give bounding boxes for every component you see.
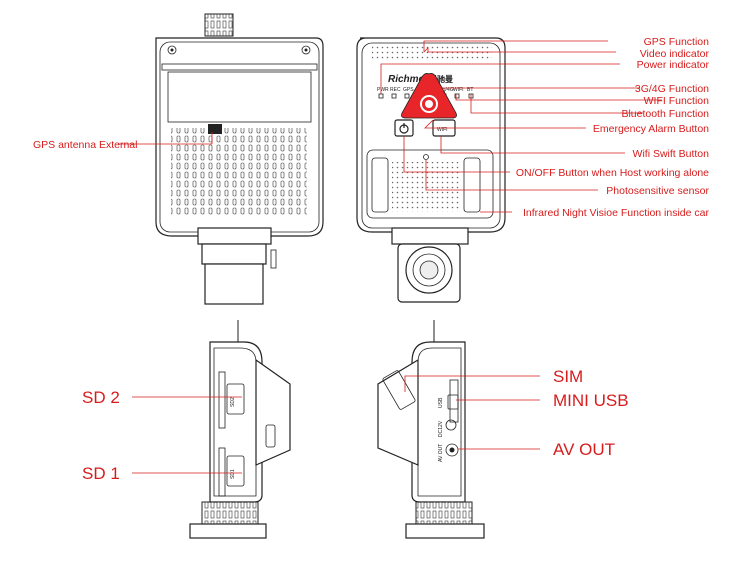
av-out-port[interactable] xyxy=(445,443,459,457)
wifi-button-label: WIFI xyxy=(437,127,448,133)
infrared-light-left xyxy=(371,157,389,213)
label-gps-function: GPS Function xyxy=(644,36,710,48)
led-rec xyxy=(391,93,397,99)
sd2-slot[interactable] xyxy=(226,383,245,415)
brand-logo: Richmor xyxy=(388,74,430,85)
label-sd1: SD 1 xyxy=(82,464,120,483)
label-emergency-alarm: Emergency Alarm Button xyxy=(593,123,709,135)
sim-slot[interactable] xyxy=(382,370,416,410)
mini-usb-port[interactable] xyxy=(447,394,459,410)
right-side-device: USB DC12V AV OUT xyxy=(377,320,485,539)
leader-lines xyxy=(118,40,662,474)
av-port-label: AV OUT xyxy=(438,444,444,462)
led-wifi-label: WIFI xyxy=(453,87,464,93)
led-pwr-label: PWR xyxy=(377,87,389,93)
led-wifi xyxy=(454,93,460,99)
label-3g4g-function: 3G/4G Function xyxy=(635,83,709,95)
led-gps-label: GPS xyxy=(403,87,414,93)
photosensitive-sensor xyxy=(423,154,429,160)
led-gps xyxy=(404,93,410,99)
left-side-device: SD2 SD1 xyxy=(189,320,291,539)
label-power-indicator: Power indicator xyxy=(637,59,710,71)
label-wifi-swift: Wifi Swift Button xyxy=(633,148,710,160)
led-3g4g-label: 3g/4G xyxy=(440,87,454,93)
label-photosensitive: Photosensitive sensor xyxy=(606,185,709,197)
label-bluetooth-function: Bluetooth Function xyxy=(621,108,709,120)
label-gps-antenna: GPS antenna External xyxy=(33,139,137,151)
label-video-indicator: Video indicator xyxy=(640,48,710,60)
label-onoff-button: ON/OFF Button when Host working alone xyxy=(516,167,709,179)
label-sd2: SD 2 xyxy=(82,388,120,407)
label-sim: SIM xyxy=(553,367,583,386)
dc-port xyxy=(445,419,457,431)
label-av-out: AV OUT xyxy=(553,440,615,459)
back-view-device xyxy=(155,13,324,305)
sd2-port-label: SD2 xyxy=(230,397,236,407)
infrared-light-right xyxy=(463,157,481,213)
usb-port-label: USB xyxy=(438,397,444,408)
front-view-device: Richmor 锐驰曼 PWR REC GPS 3g/4G WIFI BT WI… xyxy=(356,37,506,303)
dc-port-label: DC12V xyxy=(438,420,444,437)
brand-logo-cn: 锐驰曼 xyxy=(429,74,453,84)
alarm-icon xyxy=(420,95,438,113)
sd1-slot[interactable] xyxy=(226,455,245,487)
led-rec-label: REC xyxy=(390,87,401,93)
sd1-port-label: SD1 xyxy=(230,469,236,479)
label-mini-usb: MINI USB xyxy=(553,391,629,410)
led-bt-label: BT xyxy=(467,87,473,93)
label-infrared: Infrared Night Visioe Function inside ca… xyxy=(523,207,709,219)
label-wifi-function: WIFI Function xyxy=(644,95,710,107)
